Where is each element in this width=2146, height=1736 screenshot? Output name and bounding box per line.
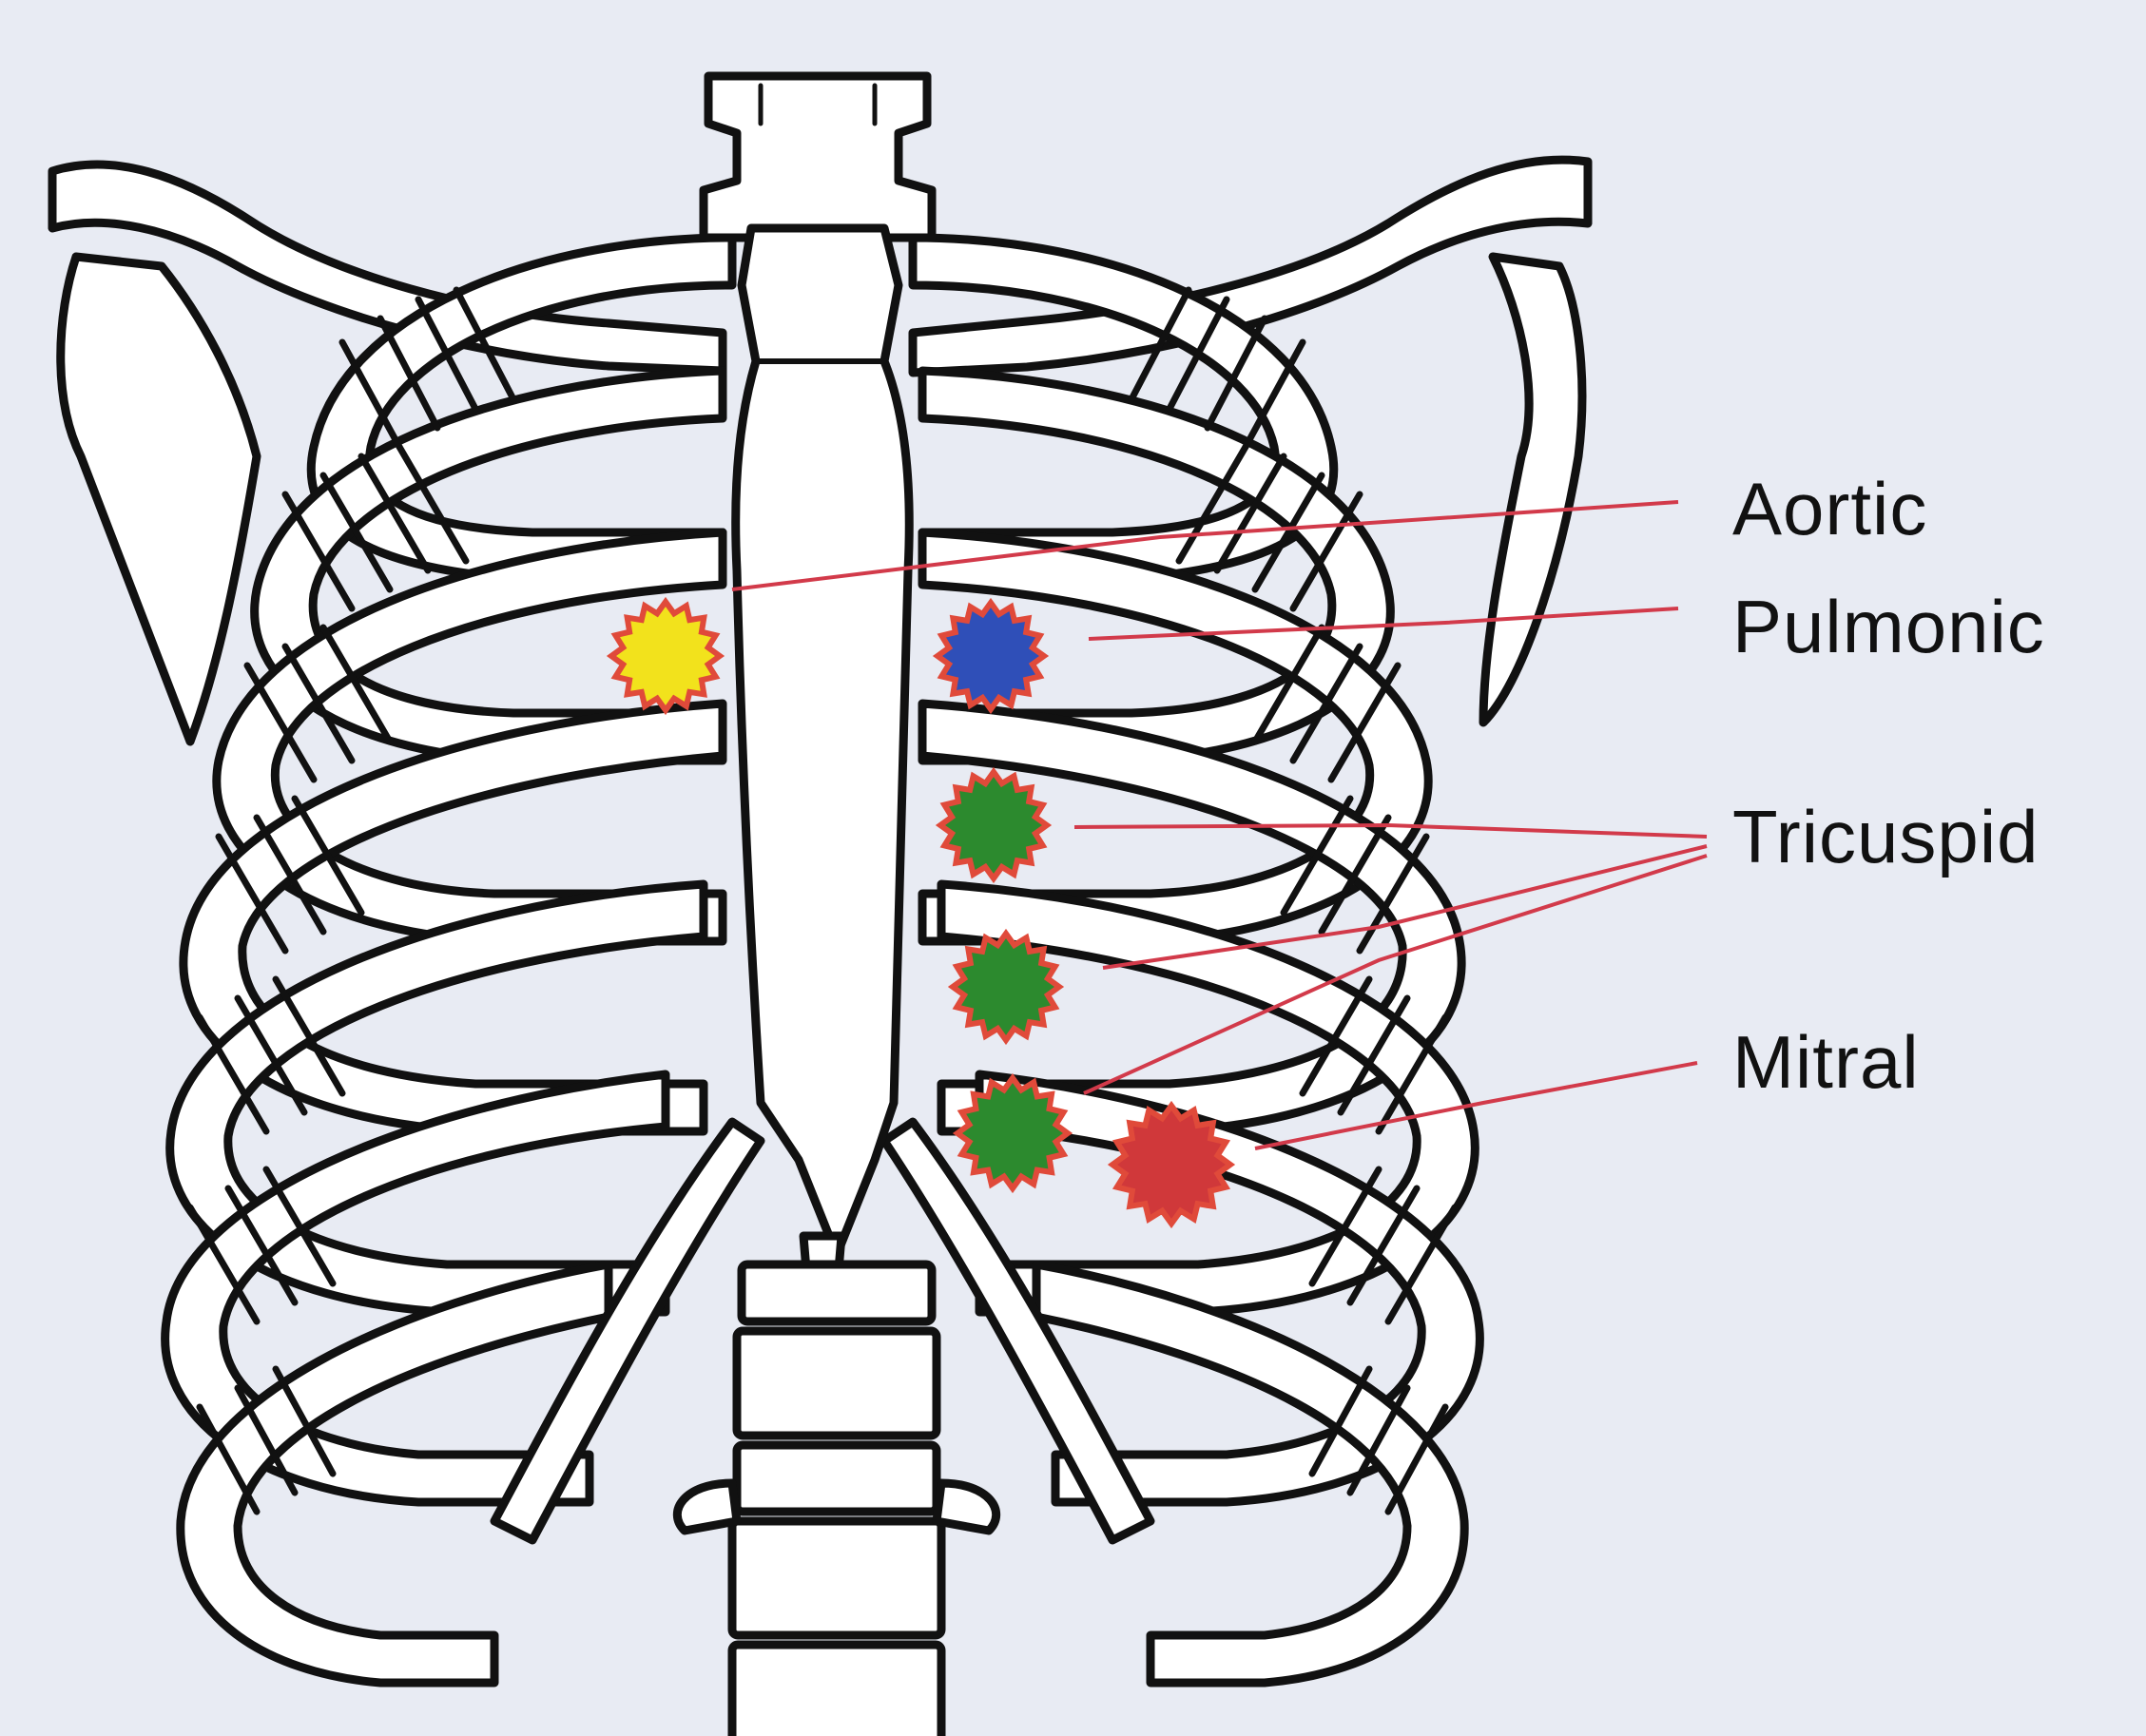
tricuspid-area-marker [940,772,1047,878]
aortic-label: Aortic [1732,472,1927,546]
tricuspid-area-marker [957,1078,1068,1188]
left-scapula [61,257,257,742]
tricuspid-label: Tricuspid [1732,800,2040,874]
mitral-label: Mitral [1732,1025,1920,1099]
sternum [736,228,910,1255]
pulmonic-area-marker [938,603,1044,709]
lower-spine [677,1264,996,1736]
pulmonic-label: Pulmonic [1732,589,2045,664]
aortic-area-marker [611,602,720,710]
right-scapula [1483,257,1582,723]
upper-vertebra [704,76,932,238]
tricuspid-area-marker [953,934,1059,1040]
mitral-area-marker [1112,1106,1230,1224]
